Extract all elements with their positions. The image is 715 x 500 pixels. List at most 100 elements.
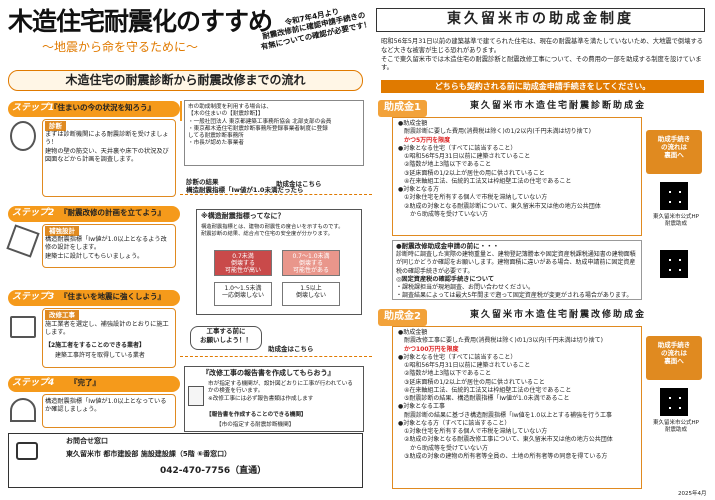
aid1-line: かつ5万円を限度 [398, 136, 451, 144]
step4-label: ステップ4 [12, 378, 55, 388]
step2-label: ステップ2 [12, 208, 55, 218]
step1-title: 『住まいの今の状況を知ろう』 [50, 103, 155, 112]
grade-2-value: 0.7～1.0未満 [292, 253, 330, 260]
grade-1-value: 0.7未満 [232, 253, 254, 260]
contact-dept: 東久留米市 都市建設部 施設建設課（5階 ⑥番窓口） [66, 450, 232, 458]
issue-date: 2025年4月 [678, 491, 707, 497]
step-connector [180, 101, 182, 121]
hammer-icon [10, 316, 36, 338]
aid2-line: から助成等を受けていない方 [398, 444, 489, 452]
contact-phone: 042-470-7756（直通） [160, 466, 267, 476]
magnifier-icon [10, 121, 36, 151]
docs-text: 診断時に調査した実際の建物重量と、建物登記簿謄本や固定資産税課税通知書の建物面積… [396, 251, 636, 275]
aid2-line: ③延床面積の1/2以上が居住の用に供されていること [398, 378, 545, 386]
aid2-line: ②助成の対象となる耐震改修工事について、東久留米市又は他の地方公共団体 [398, 436, 613, 444]
page-title: 木造住宅耐震化のすすめ [8, 7, 273, 36]
aid1-line: ①昭和56年5月31日以前に建築されていること [398, 153, 531, 161]
question-title: ※構造耐震指標ってなに？ [201, 212, 285, 220]
aid1-flow-note: 助成手続き の流れは 裏面へ [646, 130, 702, 174]
aid1-line: ●対象となる方 [398, 186, 440, 194]
aid1-qr-caption: 東久留米市公式HP 耐震助成 [653, 214, 699, 227]
aid2-line: ②階数が地上3階以下であること [398, 370, 492, 378]
grade-4: 1.5以上 倒壊しない [282, 282, 340, 306]
step1-label: ステップ1 [12, 103, 55, 113]
aid2-flow-note: 助成手続き の流れは 裏面へ [646, 336, 702, 380]
grade-3-value: 1.0～1.5未満 [224, 285, 262, 292]
warning-banner: どちらも契約される前に助成金申請手続きをしてください。 [381, 80, 704, 93]
step1-box [42, 119, 176, 197]
step3-note-title: 【2施工者をすることのできる業者】 [45, 342, 145, 349]
step1-band [8, 101, 180, 117]
aid1-line: から助成等を受けていない方 [398, 210, 489, 218]
aid2-body [392, 326, 642, 489]
aid1-line: ●助成金額 [398, 120, 428, 127]
grade-2-text: 倒壊する 可能性がある [292, 260, 329, 275]
step1-text: まずは診断機関による耐震診断を受けましょう！ 建物の壁の筋交い、天井裏や床下の状… [45, 131, 169, 164]
aid2-line: ●対象となる住宅（すべてに該当すること） [398, 353, 517, 361]
city-title: 東久留米市の助成金制度 [376, 8, 705, 32]
aid1-line: ②階数が地上3階以下であること [398, 161, 492, 169]
grade-2: 0.7～1.0未満 倒壊する 可能性がある [282, 250, 340, 276]
step2-sub: 補強設計 [45, 226, 79, 237]
aid2-line: かつ100万円を限度 [398, 345, 459, 353]
report-note-title: 【報告書を作成することのできる機関】 [206, 412, 307, 418]
aid1-lines: ●助成金額 耐震診断に要した費用(消費税は除く)の1/2以内(千円未満は切り捨て… [398, 120, 638, 219]
aid2-qr-caption: 東久留米市公式HP 耐震助成 [653, 420, 699, 433]
step2-band [8, 206, 180, 222]
step2-text: 構造耐震指標「Iw値が1.0以上となるよう改修の設計をします。 建築士に設計して… [45, 236, 167, 260]
aid1-line: ①対象住宅を所有する個人で市税を滞納していない方 [398, 194, 548, 202]
step3-label: ステップ3 [12, 292, 55, 302]
step4-title: 『完了』 [70, 378, 100, 387]
aid2-line: ⑤耐震診断の結果、構造耐震指標「Iw値が1.0未満であること [398, 395, 570, 403]
contact-title: お問合せ窓口 [66, 437, 108, 445]
grade-3-text: 一応倒壊しない [221, 292, 264, 300]
aid2-line: ●助成金額 [398, 329, 428, 336]
aid2-line: ●対象となる工事 [398, 403, 446, 411]
docs-box [392, 240, 642, 300]
dashed-arrow-line-2 [180, 356, 372, 357]
aid2-badge: 助成金2 [378, 309, 427, 326]
aid2-line: ③助成の対象の建物の所有者等全員の、土地の所有者等の同意を得ている方 [398, 452, 608, 460]
qr-code-icon [660, 182, 688, 210]
docs-text2: ・課税課担当が現地調査、お問い合わせください。 ・調査結果によっては最大5年間ま… [396, 284, 633, 300]
intro-text: 昭和56年5月31日以前の建築基準で建てられた住宅は、現在の耐震基準を満たしてい… [381, 38, 704, 72]
contact-box [8, 433, 363, 488]
step3-title: 『住まいを地震に強くしよう』 [60, 292, 165, 301]
flow-heading: 木造住宅の耐震診断から耐震改修までの流れ [8, 70, 363, 91]
aid1-name: 東久留米市木造住宅耐震診断助成金 [470, 101, 647, 111]
step1-sub: 診断 [45, 121, 66, 132]
aid2-lines: ●助成金額 耐震改修工事に要した費用(消費税は除く)の1/3以内(千円未満は切り… [398, 329, 638, 461]
dashed-arrow-line [180, 194, 372, 195]
phone-icon [16, 442, 38, 460]
aid2-line: 耐震診断の結果に基づき構造耐震指標「Iw値を1.0以上とする補強を行う工事 [398, 411, 613, 419]
step2-title: 『耐震改修の計画を立てよう』 [60, 208, 165, 217]
document-icon [188, 386, 204, 406]
step3-note: 建築工事許可を取得している業者 [55, 352, 145, 359]
aid2-line: 耐震改修工事に要した費用(消費税は除く)の1/3以内(千円未満は切り捨て) [398, 337, 604, 345]
grade-4-value: 1.5以上 [300, 285, 322, 292]
step3-band [8, 290, 180, 306]
aid2-line: ④在来軸組工法、伝統的工法又は枠組壁工法の住宅であること [398, 386, 572, 394]
qr-code-icon-2 [660, 250, 688, 278]
aid1-line: ④在来軸組工法、伝統的工法又は枠組壁工法の住宅であること [398, 177, 572, 185]
result-label: 診断の結果 構造耐震指標「Iw値が1.0未満だったら [186, 178, 304, 195]
grade-1-text: 倒壊する 可能性が高い [224, 260, 261, 275]
inspection-note: 市の助成制度を利用する場合は、 【木の住まいの【耐震診断】】 ・一般社団法人 東… [184, 100, 364, 166]
report-note: 【市の指定する耐震診断機関】 [216, 422, 295, 428]
qr-code-icon-3 [660, 388, 688, 416]
page-subtitle: ～地震から命を守るために～ [42, 40, 199, 54]
callout-bubble: 工事する前に お願いしよう！！ [190, 326, 262, 350]
aid-here-label-2: 助成金はこちら [268, 345, 314, 353]
docs-title: ●耐震改修助成金申請の前に・・・ [396, 242, 500, 250]
aid2-name: 東久留米市木造住宅耐震改修助成金 [470, 310, 647, 320]
aid1-line: ③延床面積の1/2以上が居住の用に供されていること [398, 169, 545, 177]
report-box [184, 366, 364, 432]
docs-sub: ◎固定資産税の確認手続きについて [396, 276, 495, 283]
grade-3: 1.0～1.5未満 一応倒壊しない [214, 282, 272, 306]
aid1-badge: 助成金1 [378, 100, 427, 117]
aid1-body [392, 117, 642, 236]
report-text: 市が指定する機関が、設計図どおりに工事が行われているかの検査を行います。 ※改修… [208, 381, 353, 402]
ruler-icon [6, 224, 40, 258]
aid-here-label: 助成金はこちら [276, 180, 322, 188]
aid2-line: ①対象住宅を所有する個人で市税を滞納していない方 [398, 428, 548, 436]
